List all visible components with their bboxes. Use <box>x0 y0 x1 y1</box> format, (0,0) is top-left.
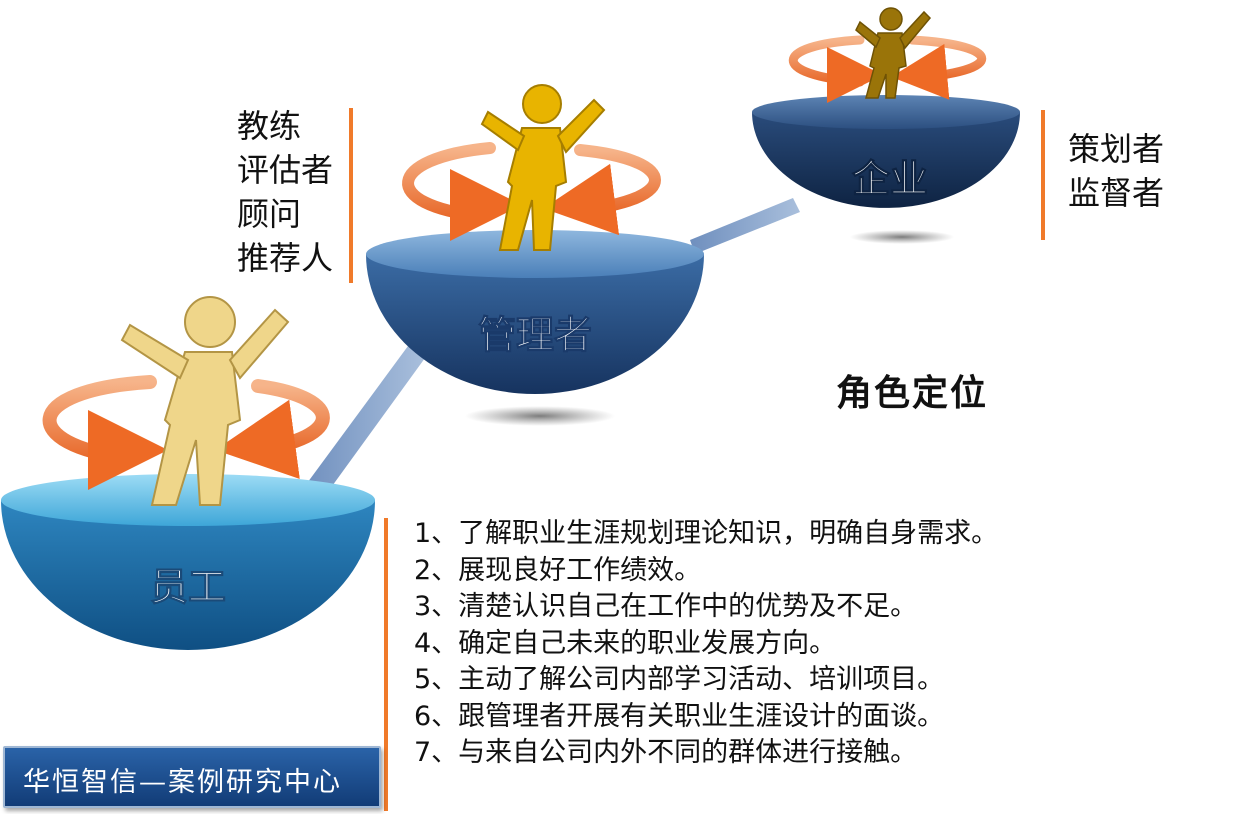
section-title: 角色定位 <box>836 373 989 414</box>
footer-badge: 华恒智信—案例研究中心 <box>3 746 381 808</box>
connector-rod-upper <box>690 198 800 254</box>
employee-bowl-label: 员工 <box>150 565 226 609</box>
footer-text: 华恒智信—案例研究中心 <box>23 767 342 798</box>
step-item: 5、主动了解公司内部学习活动、培训项目。 <box>414 664 945 695</box>
manager-roles-list: 教练 评估者 顾问 推荐人 <box>237 104 333 280</box>
company-bowl-shadow <box>850 230 954 244</box>
step-item: 6、跟管理者开展有关职业生涯设计的面谈。 <box>414 700 945 732</box>
step-item: 3、清楚认识自己在工作中的优势及不足。 <box>414 591 918 622</box>
manager-roles-divider <box>349 108 353 283</box>
company-role-item: 策划者 <box>1068 130 1165 168</box>
step-item: 4、确定自己未来的职业发展方向。 <box>414 627 837 659</box>
manager-bowl-label: 管理者 <box>478 313 592 357</box>
manager-role-item: 顾问 <box>237 195 302 233</box>
employee-figure-icon <box>42 296 330 506</box>
company-figure-icon <box>788 7 986 103</box>
employee-bowl <box>1 474 375 650</box>
step-item: 1、了解职业生涯规划理论知识，明确自身需求。 <box>414 518 999 549</box>
company-roles-divider <box>1041 110 1045 240</box>
company-bowl <box>752 95 1020 208</box>
manager-role-item: 评估者 <box>237 151 334 189</box>
manager-bowl <box>366 230 704 394</box>
company-bowl-label: 企业 <box>852 157 928 201</box>
manager-bowl-shadow <box>465 406 615 426</box>
step-item: 2、展现良好工作绩效。 <box>414 554 702 586</box>
company-roles-list: 策划者 监督者 <box>1068 127 1164 215</box>
connector-rod-lower <box>302 346 425 500</box>
manager-role-item: 推荐人 <box>237 239 334 277</box>
step-item: 7、与来自公司内外不同的群体进行接触。 <box>414 737 918 768</box>
company-role-item: 监督者 <box>1068 174 1165 212</box>
manager-role-item: 教练 <box>237 107 302 145</box>
employee-steps-list: 1、了解职业生涯规划理论知识，明确自身需求。 2、展现良好工作绩效。 3、清楚认… <box>414 516 998 772</box>
steps-divider <box>384 518 388 811</box>
manager-figure-icon <box>402 84 661 251</box>
